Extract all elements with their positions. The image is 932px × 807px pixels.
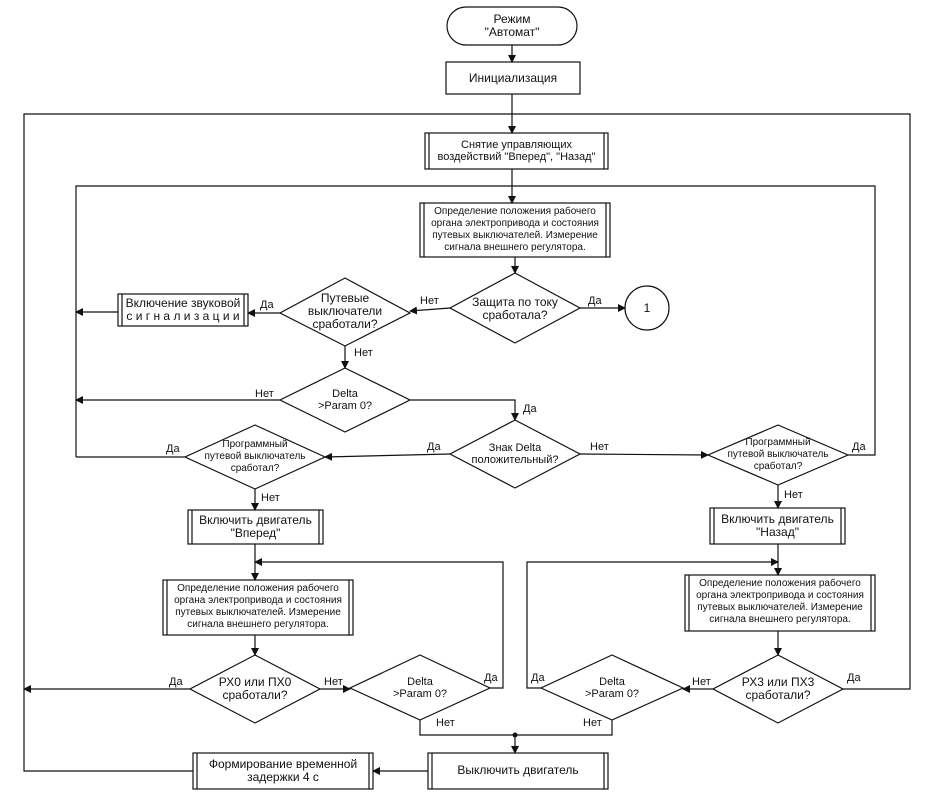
- edge-label-no: Нет: [692, 676, 711, 688]
- edge-label-no: Нет: [354, 347, 373, 359]
- remove-text: Снятие управляющих воздействий "Вперед",…: [437, 139, 596, 163]
- delta1-diamond: [278, 367, 412, 433]
- measure-top-text: Определение положения рабочего органа эл…: [431, 206, 599, 253]
- edge-label-no: Нет: [590, 441, 609, 453]
- sign-text: Знак Delta положительный?: [471, 442, 559, 466]
- start-text: Режим "Автомат": [484, 12, 540, 39]
- px0-text: РХ0 или ПХ0 сработали?: [218, 675, 292, 702]
- edge-label-yes: Да: [523, 403, 537, 415]
- edge-label-no: Нет: [583, 717, 602, 729]
- stop-box: [427, 752, 609, 790]
- delta1-text: Delta >Param 0?: [317, 388, 373, 412]
- alarm-box: [117, 293, 249, 327]
- prog-right-text: Программный путевой выключатель сработал…: [727, 437, 829, 472]
- fwd-text: Включить двигатель "Вперед": [199, 513, 312, 540]
- current-prot-text: Защита по току сработала?: [472, 295, 558, 322]
- measure-left-text: Определение положения рабочего органа эл…: [174, 583, 342, 630]
- edge-label-yes: Да: [484, 672, 498, 684]
- measure-right-text: Определение положения рабочего органа эл…: [696, 578, 864, 625]
- delay-text: Формирование временной задержки 4 с: [208, 757, 358, 784]
- px3-text: РХ3 или ПХ3 сработали?: [741, 675, 815, 702]
- edge-label-no: Нет: [436, 717, 455, 729]
- edge-label-yes: Да: [852, 441, 866, 453]
- px0-diamond: [188, 654, 322, 724]
- back-text: Включить двигатель "Назад": [721, 512, 834, 539]
- stop-text: Выключить двигатель: [457, 763, 579, 777]
- remove-box: [424, 132, 609, 170]
- measure-left-box: [162, 579, 354, 636]
- limit-sw-text: Путевые выключатели сработали?: [307, 291, 383, 331]
- back-box: [709, 507, 846, 545]
- edge-label-no: Нет: [784, 489, 803, 501]
- init-box: [445, 61, 581, 95]
- connector-text: 1: [643, 301, 651, 315]
- fwd-box: [187, 509, 324, 545]
- edge-label-yes: Да: [169, 676, 183, 688]
- edge-label-no: Нет: [324, 676, 343, 688]
- edge-label-no: Нет: [420, 295, 439, 307]
- alarm-text: Включение звуковой с и г н а л и з а ц и…: [125, 296, 241, 323]
- edge-label-no: Нет: [261, 492, 280, 504]
- px3-diamond: [711, 654, 845, 724]
- edge-label-yes: Да: [427, 441, 441, 453]
- init-text: Инициализация: [468, 71, 558, 85]
- edge-label-yes: Да: [531, 672, 545, 684]
- delta-left-text: Delta >Param 0?: [392, 676, 448, 700]
- edge-label-yes: Да: [260, 299, 274, 311]
- edge-label-yes: Да: [166, 443, 180, 455]
- edge-label-yes: Да: [588, 295, 602, 307]
- current-protection-diamond: [448, 272, 582, 344]
- edge-label-yes: Да: [847, 672, 861, 684]
- prog-left-text: Программный путевой выключатель сработал…: [204, 439, 306, 474]
- edge-label-no: Нет: [255, 388, 274, 400]
- measure-right-box: [684, 574, 876, 632]
- sign-diamond: [448, 419, 582, 489]
- delta-right-text: Delta >Param 0?: [584, 676, 640, 700]
